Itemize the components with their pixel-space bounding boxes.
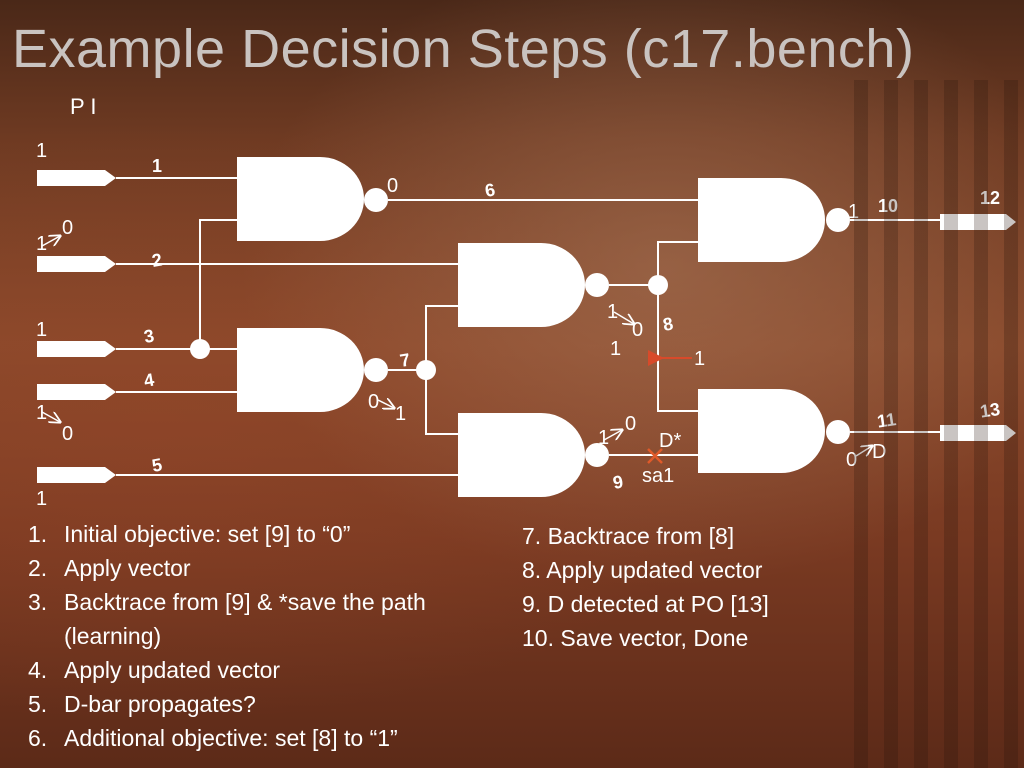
- output-pin-13: [940, 425, 1016, 441]
- steps-left-list: 1.Initial objective: set [9] to “0” 2.Ap…: [28, 517, 498, 755]
- net-label-4: 4: [142, 369, 155, 390]
- value-pi4-old: 1: [36, 402, 47, 424]
- value-change-arrow: [41, 236, 60, 247]
- wire-net-7-down: [425, 370, 458, 435]
- inversion-bubble: [826, 420, 850, 444]
- inversion-bubble: [364, 358, 388, 382]
- junctions: [190, 275, 668, 380]
- inversion-bubble: [826, 208, 850, 232]
- nand-gate-g4: [458, 413, 609, 497]
- value-g4-out-new: 0: [625, 413, 636, 435]
- nand-gate-g2: [458, 243, 609, 327]
- value-g1-out: 0: [387, 175, 398, 197]
- input-pin-4: [37, 384, 116, 400]
- net-labels: 1 2 3 4 5 6 7 8 9 10 11 12 13: [142, 156, 1001, 493]
- junction-net-8: [648, 275, 668, 295]
- junction-net-3: [190, 339, 210, 359]
- list-item: 10. Save vector, Done: [522, 625, 749, 651]
- nand-gate-g3: [237, 328, 388, 412]
- net-label-1: 1: [152, 156, 162, 176]
- value-g2-out-old: 1: [607, 301, 618, 323]
- wire-net-3-branch: [199, 219, 237, 349]
- net-label-2: 2: [150, 249, 163, 270]
- pi-label: P I: [70, 94, 97, 119]
- value-pi1: 1: [36, 140, 47, 162]
- inversion-bubble: [585, 443, 609, 467]
- value-g3-out-new: 1: [395, 403, 406, 425]
- net-label-5: 5: [150, 454, 163, 475]
- value-change-arrow: [603, 430, 622, 441]
- slide-title: Example Decision Steps (c17.bench): [12, 19, 915, 79]
- value-backtrace-net-8: 1: [694, 348, 705, 370]
- list-item: 1.Initial objective: set [9] to “0”: [28, 521, 351, 547]
- list-item: 9. D detected at PO [13]: [522, 591, 769, 617]
- value-g2-out-new: 0: [632, 319, 643, 341]
- wires: [116, 177, 940, 476]
- list-item: 3.Backtrace from [9] & *save the path (l…: [28, 589, 426, 649]
- value-g3-out-old: 0: [368, 391, 379, 413]
- value-g4-out-old: 1: [598, 427, 609, 449]
- wire-net-8-up: [657, 241, 698, 285]
- net-label-6: 6: [483, 179, 496, 200]
- value-pi3: 1: [36, 319, 47, 341]
- net-label-12: 12: [980, 188, 1000, 208]
- primary-outputs: [940, 214, 1016, 441]
- junction-net-7: [416, 360, 436, 380]
- value-pi2-new: 0: [62, 217, 73, 239]
- input-pin-5: [37, 467, 116, 483]
- value-pi4-new: 0: [62, 423, 73, 445]
- list-item: 2.Apply vector: [28, 555, 191, 581]
- wire-net-8-down: [657, 285, 698, 412]
- nand-gate-g5: [698, 178, 850, 262]
- value-change-arrow: [613, 311, 634, 324]
- nand-gate-g6: [698, 389, 850, 473]
- net-label-11: 11: [876, 409, 898, 431]
- list-item: 6.Additional objective: set [8] to “1”: [28, 725, 398, 751]
- nand-gate-g1: [237, 157, 388, 241]
- input-pin-1: [37, 170, 116, 186]
- input-pin-3: [37, 341, 116, 357]
- value-fault-dstar: D*: [659, 430, 681, 452]
- list-item: 4.Apply updated vector: [28, 657, 281, 683]
- list-item: 8. Apply updated vector: [522, 557, 763, 583]
- logic-values: 1 1 0 1 1 0 1 0 1 0 1 0 1 1 0 1 0 D: [36, 140, 886, 510]
- list-item: 5.D-bar propagates?: [28, 691, 256, 717]
- value-pi5: 1: [36, 488, 47, 510]
- output-pin-12: [940, 214, 1016, 230]
- net-label-13: 13: [979, 399, 1002, 422]
- value-change-arrow: [377, 400, 394, 408]
- inversion-bubble: [364, 188, 388, 212]
- net-label-7: 7: [398, 349, 411, 370]
- net-label-9: 9: [611, 471, 624, 492]
- input-pin-2: [37, 256, 116, 272]
- value-g6-out-old: 0: [846, 449, 857, 471]
- value-change-arrow: [41, 411, 60, 422]
- value-change-arrow: [855, 446, 872, 456]
- fault-cross-mark: [647, 448, 663, 464]
- value-pi2-old: 1: [36, 233, 47, 255]
- net-label-3: 3: [142, 325, 155, 346]
- wire-net-7-up: [425, 305, 458, 370]
- steps-right-list: 7. Backtrace from [8] 8. Apply updated v…: [522, 519, 902, 655]
- net-label-8: 8: [661, 313, 674, 334]
- value-g6-out-new: D: [872, 441, 886, 463]
- value-g2-out-extra: 1: [610, 338, 621, 360]
- fault-label-sa1: sa1: [642, 465, 674, 487]
- list-item: 7. Backtrace from [8]: [522, 523, 735, 549]
- net-label-10: 10: [878, 196, 898, 216]
- inversion-bubble: [585, 273, 609, 297]
- value-g5-out: 1: [848, 201, 859, 223]
- primary-inputs: [37, 170, 116, 483]
